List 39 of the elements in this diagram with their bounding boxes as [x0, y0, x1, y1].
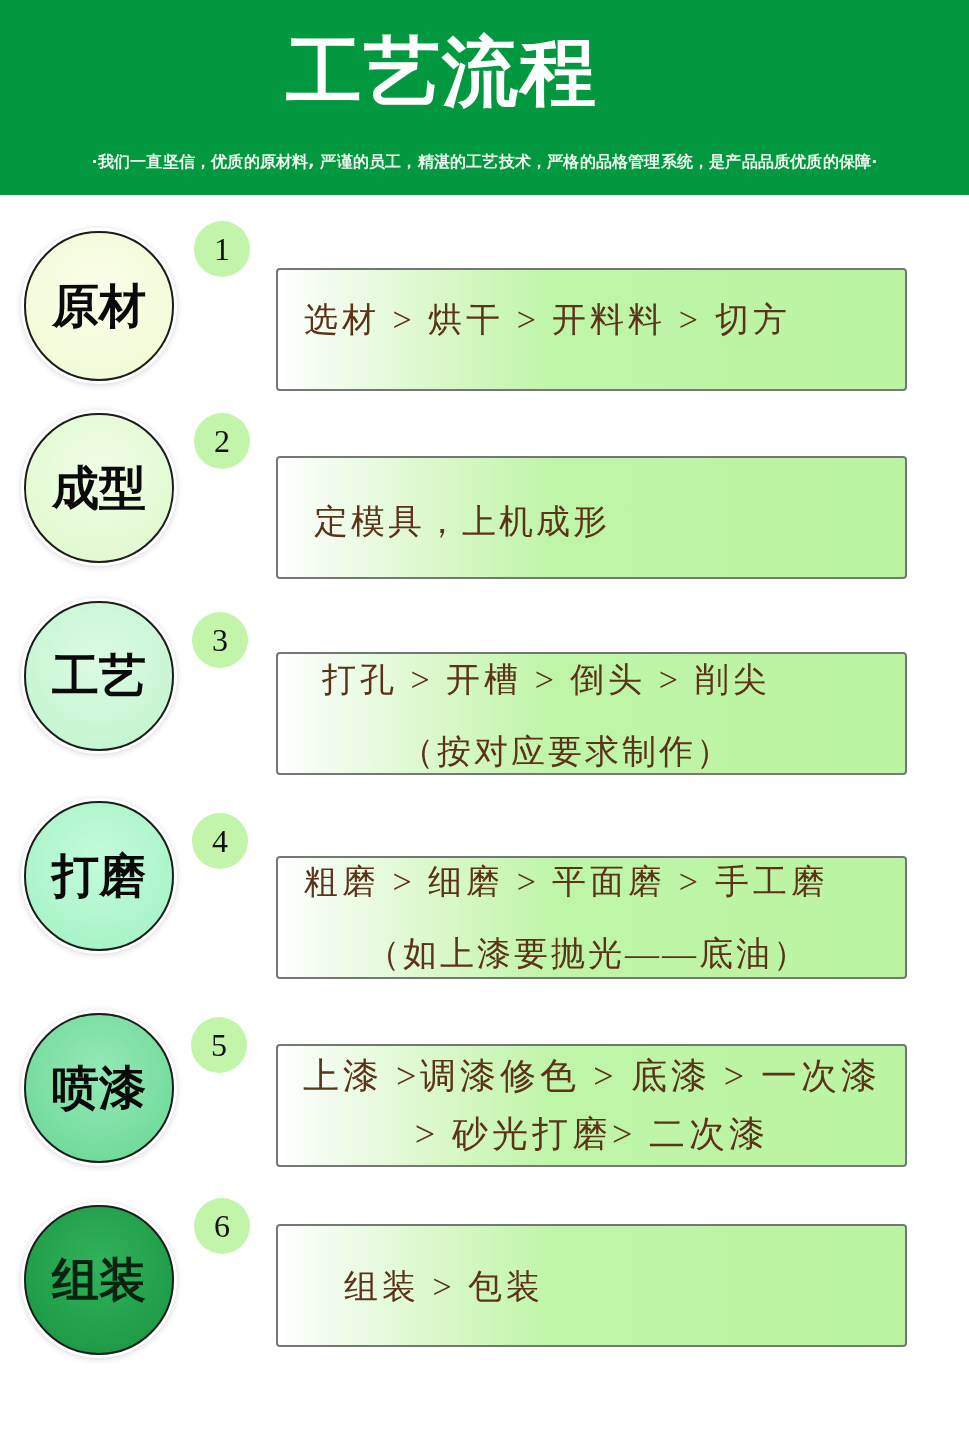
process-box [276, 652, 907, 775]
process-box [276, 456, 907, 579]
step-circle [24, 601, 174, 751]
process-steps: 组装 > 包装 [344, 1266, 545, 1308]
step-number-badge [191, 1017, 247, 1073]
step-circle [24, 801, 174, 951]
process-note: （如上漆要抛光——底油） [366, 934, 810, 974]
process-steps: 上漆 >调漆修色 > 底漆 > 一次漆> 砂光打磨> 二次漆 [292, 1047, 892, 1163]
process-steps: 定模具，上机成形 [314, 501, 610, 543]
process-steps: 打孔 > 开槽 > 倒头 > 削尖 [322, 659, 771, 701]
step-number: 1 [214, 231, 230, 267]
step-name: 组装 [52, 1253, 146, 1308]
step-name: 成型 [52, 461, 146, 516]
step-number-badge [192, 813, 248, 869]
process-steps: 粗磨 > 细磨 > 平面磨 > 手工磨 [304, 861, 829, 903]
subtitle: ·我们一直坚信，优质的原材料, 严谨的员工，精湛的工艺技术，严格的品格管理系统，是产品品质优质的保障· [90, 151, 879, 173]
step-number-badge [192, 612, 248, 668]
step-number: 5 [211, 1027, 227, 1063]
step-number: 4 [212, 823, 228, 859]
step-number: 6 [214, 1208, 230, 1244]
process-steps: 选材 > 烘干 > 开料料 > 切方 [304, 299, 791, 341]
step-circle [24, 231, 174, 381]
step-number-badge [194, 413, 250, 469]
step-circle [24, 1013, 174, 1163]
step-circle [24, 1205, 174, 1355]
step-name: 喷漆 [52, 1061, 146, 1116]
step-name: 打磨 [52, 849, 146, 904]
step-circle [24, 413, 174, 563]
title: 工艺流程 [286, 26, 598, 118]
process-box [276, 1224, 907, 1347]
step-name: 工艺 [52, 649, 146, 704]
step-number: 3 [212, 622, 228, 658]
process-box [276, 268, 907, 391]
step-number: 2 [214, 423, 230, 459]
process-note: （按对应要求制作） [400, 732, 733, 772]
step-number-badge [194, 1198, 250, 1254]
step-name: 原材 [52, 279, 146, 334]
step-number-badge [194, 221, 250, 277]
process-box [276, 856, 907, 979]
